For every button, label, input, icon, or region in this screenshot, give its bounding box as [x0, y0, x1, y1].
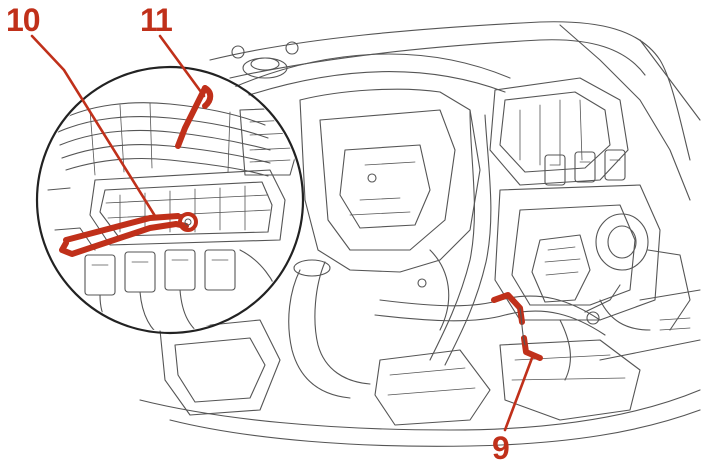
callout-label-11: 11 — [140, 2, 173, 38]
callout-label-10: 10 — [6, 2, 41, 38]
part-9-highlight — [491, 292, 543, 361]
part-11-highlight — [175, 85, 208, 149]
part-10-highlight — [59, 221, 189, 257]
leader-line-10 — [30, 34, 157, 218]
leader-line-9 — [503, 356, 534, 432]
leader-lines — [30, 34, 534, 432]
engine-bay-drawing — [139, 21, 701, 447]
callout-label-9: 9 — [492, 430, 510, 466]
inset-magnifier — [35, 53, 511, 335]
leader-line-11 — [158, 34, 206, 98]
